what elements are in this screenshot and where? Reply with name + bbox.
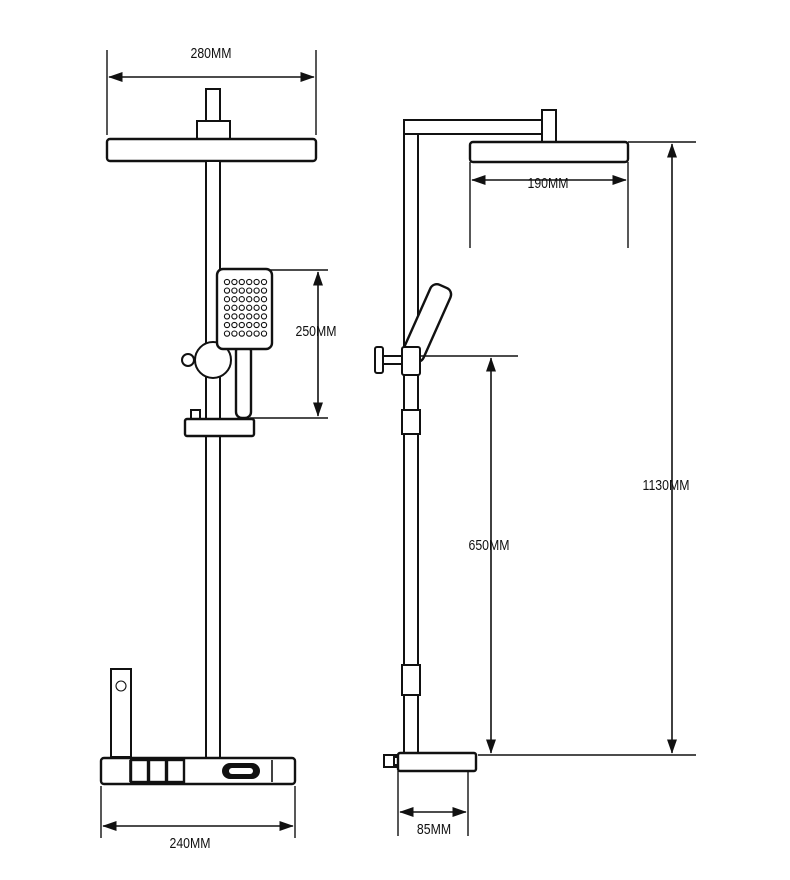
nozzle-hole: [246, 313, 253, 320]
nozzle-hole: [231, 287, 238, 294]
nozzle-hole: [231, 313, 238, 320]
diverter-knob: [181, 353, 195, 367]
side-thermostatic-body: [396, 751, 478, 773]
nozzle-hole: [223, 304, 231, 311]
nozzle-hole: [246, 296, 253, 303]
nozzle-hole: [253, 304, 260, 311]
body-width-label: 240MM: [170, 835, 211, 851]
side-shower-arm: [403, 119, 545, 135]
side-arm-elbow: [541, 109, 557, 143]
nozzle-hole: [223, 330, 231, 337]
nozzle-hole: [253, 330, 260, 337]
handheld-nozzle-grid: [223, 278, 268, 337]
nozzle-hole: [253, 296, 260, 303]
nozzle-hole: [223, 313, 231, 320]
side-riser-upper: [403, 119, 419, 351]
nozzle-hole: [231, 321, 238, 329]
handheld-pivot: [194, 341, 232, 379]
overhead-connector: [196, 120, 231, 141]
nozzle-hole: [223, 278, 231, 286]
nozzle-hole: [223, 321, 231, 329]
side-view: 190MM 1130MM 650MM 85MM: [374, 109, 696, 837]
side-diverter-stem: [381, 355, 403, 365]
side-handheld-holder: [401, 346, 421, 376]
control-button-1: [129, 758, 150, 784]
nozzle-hole: [238, 313, 245, 320]
nozzle-hole: [260, 321, 268, 329]
nozzle-hole: [238, 296, 245, 303]
nozzle-hole: [260, 313, 268, 320]
nozzle-hole: [238, 330, 245, 337]
nozzle-hole: [260, 287, 268, 294]
nozzle-hole: [246, 278, 253, 286]
nozzle-hole: [223, 296, 231, 303]
side-riser-collar-2: [401, 664, 421, 696]
nozzle-hole: [231, 304, 238, 311]
holder-height-label: 650MM: [469, 537, 510, 553]
nozzle-hole: [246, 321, 253, 329]
nozzle-hole: [246, 287, 253, 294]
nozzle-hole: [231, 278, 238, 286]
nozzle-hole: [260, 330, 268, 337]
control-button-2: [147, 758, 168, 784]
handheld-handle: [234, 343, 253, 420]
nozzle-hole: [238, 278, 245, 286]
total-height-label: 1130MM: [643, 477, 690, 493]
nozzle-hole: [231, 296, 238, 303]
nozzle-hole: [253, 287, 260, 294]
side-overhead-head: [468, 140, 630, 164]
nozzle-hole: [246, 304, 253, 311]
control-button-3: [165, 758, 186, 784]
riser-pipe: [205, 160, 221, 762]
nozzle-hole: [253, 278, 260, 286]
nozzle-hole: [246, 330, 253, 337]
spout-outlet: [115, 680, 127, 692]
side-riser-collar-1: [401, 409, 421, 435]
nozzle-hole: [223, 287, 231, 294]
nozzle-hole: [260, 304, 268, 311]
nozzle-hole: [238, 304, 245, 311]
slide-bar-holder: [183, 417, 256, 438]
nozzle-hole: [260, 278, 268, 286]
shower-arm-stub: [205, 88, 221, 124]
handheld-length-label: 250MM: [296, 323, 337, 339]
body-depth-label: 85MM: [417, 821, 451, 837]
nozzle-hole: [238, 321, 245, 329]
front-view: 280MM 250MM: [99, 45, 337, 851]
overhead-depth-label: 190MM: [528, 175, 569, 191]
nozzle-hole: [253, 313, 260, 320]
overhead-shower-head: [105, 137, 318, 163]
nozzle-hole: [260, 296, 268, 303]
nozzle-hole: [238, 287, 245, 294]
side-diverter-knob: [374, 346, 384, 374]
nozzle-hole: [253, 321, 260, 329]
overhead-width-label: 280MM: [191, 45, 232, 61]
nozzle-hole: [231, 330, 238, 337]
